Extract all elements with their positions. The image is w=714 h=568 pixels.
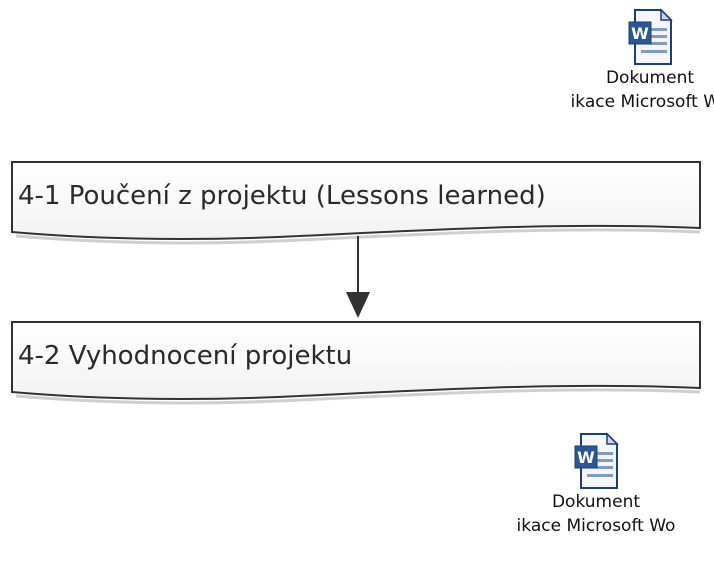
document-caption-line1: Dokument [551,492,641,512]
word-document-icon: W [574,432,619,489]
document-caption-line2: ikace Microsoft Wo [570,92,714,112]
process-step-4-2-label: 4-2 Vyhodnocení projektu [18,341,352,371]
document-attachment-top[interactable]: W Dokument ikace Microsoft Wo [560,8,714,114]
svg-text:W: W [631,24,649,43]
word-document-icon: W [628,8,673,65]
document-caption-line2: ikace Microsoft Wo [516,516,676,536]
process-step-4-1-label: 4-1 Poučení z projektu (Lessons learned) [18,181,546,211]
process-step-4-1[interactable]: 4-1 Poučení z projektu (Lessons learned) [11,161,701,245]
flowchart: 4-1 Poučení z projektu (Lessons learned)… [11,161,701,405]
svg-text:W: W [577,448,595,467]
connector-arrow [346,236,370,318]
document-attachment-bottom[interactable]: W Dokument ikace Microsoft Wo [506,432,686,538]
document-caption-line1: Dokument [605,68,695,88]
process-step-4-2[interactable]: 4-2 Vyhodnocení projektu [11,321,701,405]
